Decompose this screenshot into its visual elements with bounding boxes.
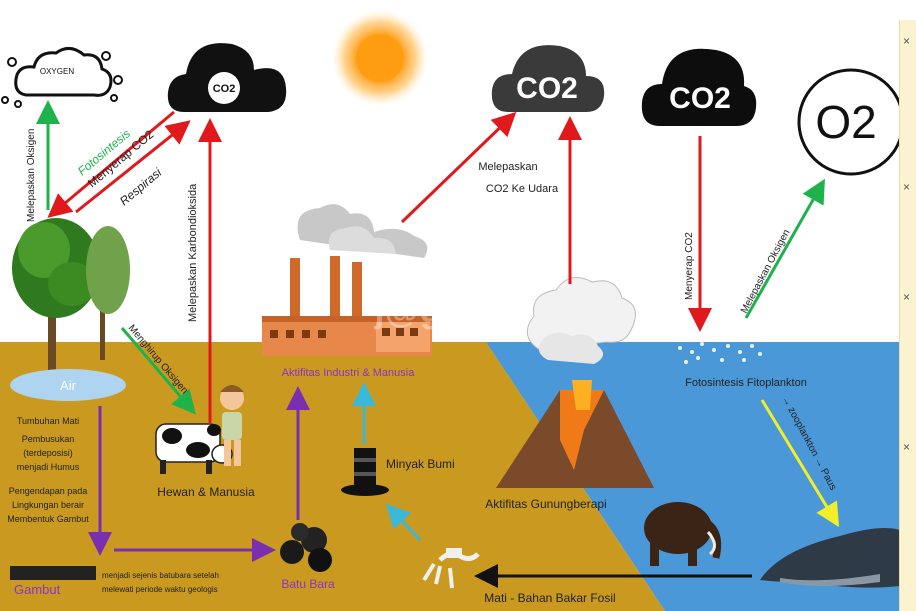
whale-icon	[760, 528, 900, 588]
label-melepaskan-co2-2: CO2 Ke Udara	[486, 183, 559, 195]
arrow-melepaskan-oksigen-right	[744, 178, 825, 319]
label-tumbuhan-mati: Tumbuhan Mati	[17, 416, 79, 426]
label-melepaskan-oksigen-left: Melepaskan Oksigen	[26, 129, 37, 222]
co2-cloud-left-icon	[167, 43, 287, 113]
sun-core	[356, 34, 404, 82]
label-batu-bara: Batu Bara	[281, 577, 335, 591]
oxygen-cloud-icon	[1, 47, 123, 108]
watermark-text: j@gad.id	[373, 289, 525, 330]
side-panel-mark[interactable]: ×	[903, 180, 911, 194]
mammoth-icon	[644, 502, 722, 566]
label-minyak-bumi: Minyak Bumi	[386, 457, 455, 471]
co2-cloud-mid-label: CO2	[516, 72, 578, 105]
label-hewan-manusia: Hewan & Manusia	[157, 485, 255, 499]
phytoplankton-icon	[678, 342, 762, 364]
water-pond	[10, 369, 126, 401]
label-fotosintesis-fito: Fotosintesis Fitoplankton	[685, 377, 807, 389]
arrow-menyerap-co2-left	[75, 120, 191, 214]
side-panel-mark[interactable]: ×	[903, 34, 911, 48]
side-panel-mark[interactable]: ×	[903, 290, 911, 304]
label-pengendapan-3: Membentuk Gambut	[7, 514, 89, 524]
person-icon	[220, 385, 244, 466]
cow-icon	[155, 423, 233, 474]
label-gambut: Gambut	[14, 582, 61, 597]
arrow-fossil-to-minyak	[385, 503, 422, 542]
o2-symbol-label: O2	[815, 96, 876, 148]
air-label: Air	[60, 378, 77, 393]
co2-cloud-right-label: CO2	[669, 82, 731, 115]
oxygen-label: OXYGEN	[40, 67, 74, 76]
co2-cloud-left-label: CO2	[213, 83, 236, 95]
side-panel: × × × ×	[899, 20, 916, 611]
label-batubara-note-1: menjadi sejenis batubara setelah	[102, 571, 219, 580]
label-melepaskan-oksigen-right: Melepaskan Oksigen	[739, 228, 793, 316]
label-melepaskan-co2-1: Melepaskan	[478, 161, 537, 173]
volcano-icon	[496, 277, 654, 488]
coal-icon	[280, 523, 332, 572]
side-panel-mark[interactable]: ×	[903, 440, 911, 454]
soil-region	[0, 342, 665, 611]
label-pengendapan-1: Pengendapan pada	[9, 486, 88, 496]
arrow-industri-co2	[400, 111, 517, 224]
gambut-layer	[10, 566, 96, 580]
fossil-skeleton-icon	[422, 548, 480, 589]
arrow-respirasi	[47, 110, 175, 218]
arrow-zooplankton	[760, 399, 840, 528]
label-aktifitas-industri: Aktifitas Industri & Manusia	[282, 367, 416, 379]
label-menjadi-humus: menjadi Humus	[17, 462, 80, 472]
label-pembusukan: Pembusukan	[22, 434, 75, 444]
label-terdeposisi: (terdeposisi)	[23, 448, 73, 458]
label-melepaskan-karbondioksida: Melepaskan Karbondioksida	[187, 183, 199, 322]
factory-icon	[262, 204, 432, 356]
co2-cloud-right-icon	[641, 48, 757, 126]
label-mati-bahan-bakar: Mati - Bahan Bakar Fosil	[484, 591, 615, 605]
co2-cloud-mid-icon	[491, 45, 605, 112]
label-menyerap-co2-right: Menyerap CO2	[684, 232, 695, 300]
label-aktifitas-gunung: Aktifitas Gunungberapi	[485, 497, 606, 511]
label-pengendapan-2: Lingkungan berair	[12, 500, 84, 510]
oil-barrel-icon	[341, 448, 389, 496]
tree-icon	[12, 218, 130, 370]
o2-symbol-icon	[797, 68, 905, 176]
label-batubara-note-2: melewati periode waktu geologis	[102, 585, 218, 594]
arrow-menghirup-oksigen	[120, 327, 196, 415]
